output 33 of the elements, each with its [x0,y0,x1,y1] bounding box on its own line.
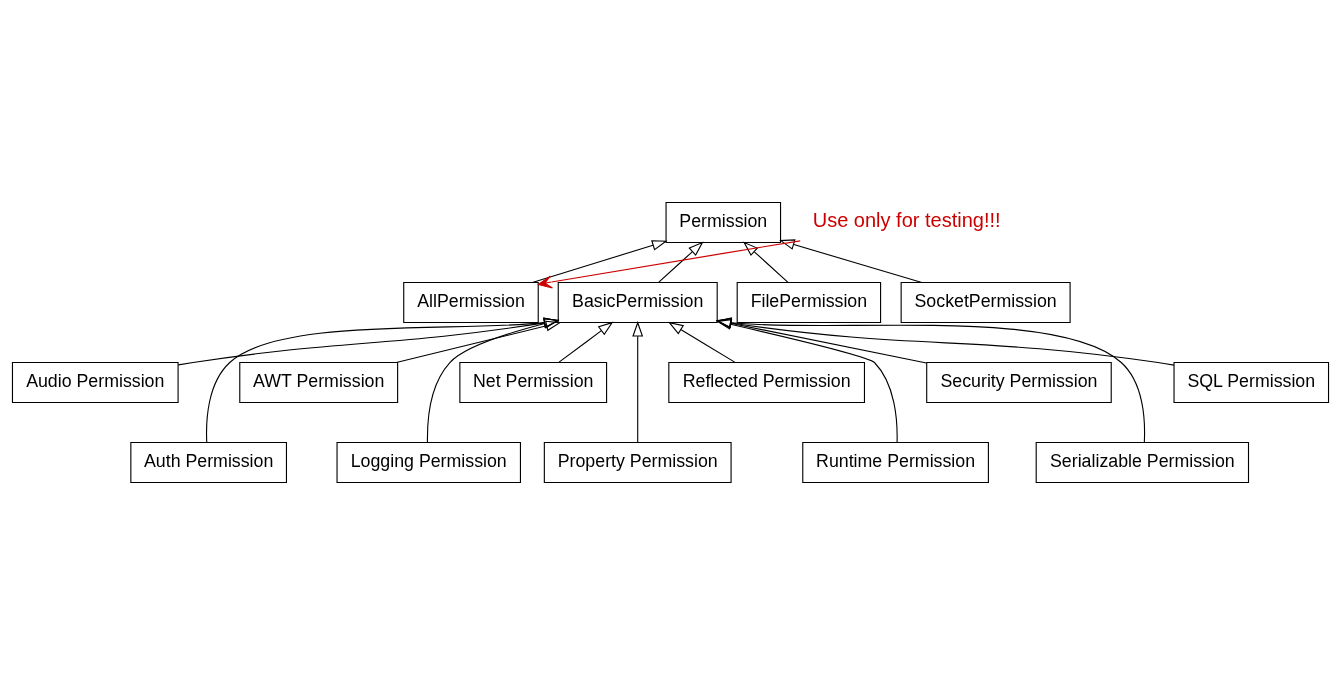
arrow [715,316,1146,443]
arrow [558,321,614,363]
arrow [779,238,923,283]
node-box: Audio Permission [11,361,179,403]
node-box: Net Permission [459,361,608,403]
arrow [715,317,927,364]
arrow [395,320,562,363]
arrow [537,239,801,288]
node-box: AllPermission [403,281,539,323]
node-box: Property Permission [543,441,732,483]
arrow [426,317,560,443]
arrow [531,239,668,283]
node-box: BasicPermission [557,281,718,323]
node-box: AWT Permission [239,361,399,403]
arrow [206,316,560,443]
arrow [632,320,644,443]
arrow [658,240,704,283]
node-box: Auth Permission [130,441,287,483]
node-box: Reflected Permission [668,361,865,403]
node-box: Permission [665,201,782,243]
node-box: FilePermission [736,281,882,323]
node-box: Serializable Permission [1035,441,1250,483]
node-box: Logging Permission [336,441,521,483]
arrow [742,240,789,283]
arrow [177,317,560,365]
arrow [667,321,736,363]
arrow [715,318,898,443]
node-box: Runtime Permission [802,441,989,483]
arrow [715,317,1175,366]
node-box: SQL Permission [1173,361,1330,403]
node-text: Use only for testing!!! [812,208,1001,231]
node-box: Security Permission [926,361,1112,403]
node-box: SocketPermission [900,281,1071,323]
